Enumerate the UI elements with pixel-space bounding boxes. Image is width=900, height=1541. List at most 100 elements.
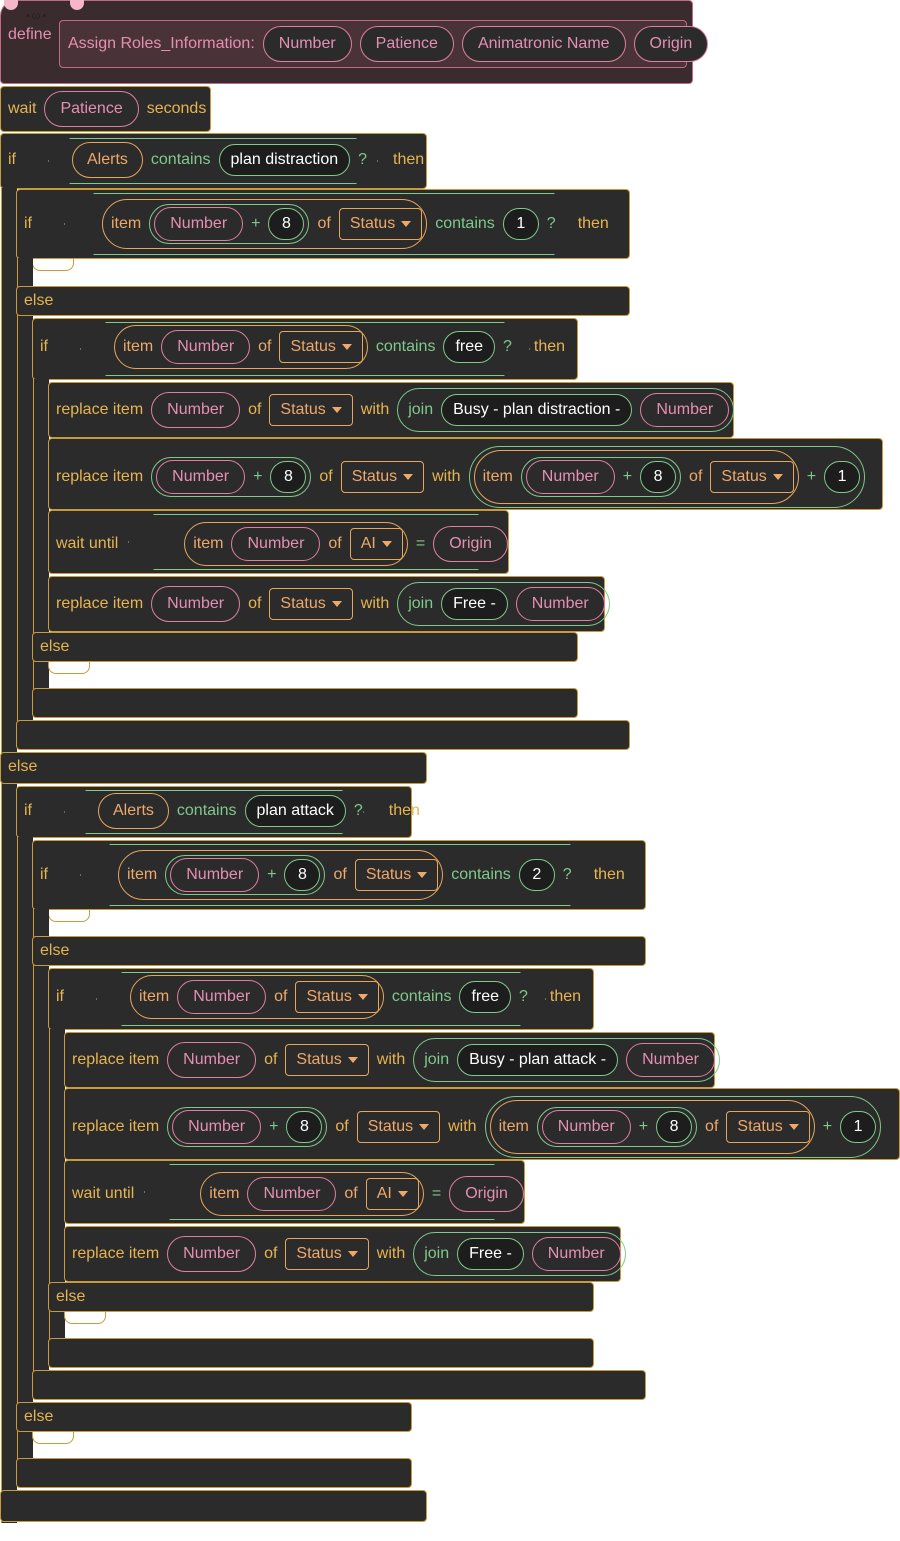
number-plus-8[interactable]: Number + 8 <box>165 855 326 895</box>
number-reporter[interactable]: Number <box>626 1043 715 1077</box>
number-reporter[interactable]: Number <box>231 527 321 561</box>
else-keyword: else <box>8 758 38 775</box>
eight-input[interactable]: 8 <box>270 461 307 493</box>
status-contains-free-condition[interactable] <box>96 972 546 1026</box>
number-reporter[interactable]: Number <box>177 980 267 1014</box>
param-origin[interactable]: Origin <box>633 26 709 62</box>
number-reporter[interactable]: Number <box>154 207 244 241</box>
item-of-status-reporter[interactable]: item Number + 8 of Status <box>473 450 799 504</box>
plan-distraction-input[interactable]: plan distraction <box>218 144 351 176</box>
status-dropdown[interactable]: Status <box>726 1111 810 1143</box>
item-plus-1[interactable]: item Number + 8 of Status + 1 <box>468 446 866 508</box>
number-plus-8[interactable]: Number + 8 <box>167 1107 328 1147</box>
item-of-ai-reporter[interactable]: item Number of AI <box>200 1172 424 1216</box>
status-dropdown[interactable]: Status <box>340 461 425 493</box>
number-reporter[interactable]: Number <box>172 1110 262 1144</box>
replace-row-3: replace item Number of Status with join … <box>56 582 610 626</box>
status-dropdown[interactable]: Status <box>269 394 353 426</box>
number-reporter[interactable]: Number <box>167 1236 257 1272</box>
ai-dropdown[interactable]: AI <box>349 528 403 560</box>
param-number[interactable]: Number <box>262 26 352 62</box>
param-patience[interactable]: Patience <box>359 26 454 62</box>
number-plus-8[interactable]: Number + 8 <box>149 204 310 244</box>
two-input[interactable]: 2 <box>518 859 555 891</box>
item-of-status-reporter[interactable]: item Number + 8 of Status <box>489 1100 815 1154</box>
one-input[interactable]: 1 <box>502 208 539 240</box>
number-reporter[interactable]: Number <box>167 1042 257 1078</box>
status-dropdown[interactable]: Status <box>356 1111 441 1143</box>
busy-distraction-input[interactable]: Busy - plan distraction - <box>441 394 633 426</box>
param-animatronic-name[interactable]: Animatronic Name <box>461 26 626 62</box>
origin-reporter[interactable]: Origin <box>433 526 508 562</box>
number-reporter[interactable]: Number <box>640 393 730 427</box>
item-keyword: item <box>139 988 170 1005</box>
item-plus-1[interactable]: item Number + 8 of Status + 1 <box>484 1096 882 1158</box>
join-reporter[interactable]: join Free - Number <box>413 1232 626 1276</box>
status-contains-2-condition[interactable] <box>80 844 600 906</box>
wait-patience-reporter[interactable]: Patience <box>44 91 139 127</box>
status-dropdown[interactable]: Status <box>354 859 439 891</box>
number-plus-8[interactable]: Number + 8 <box>151 457 312 497</box>
status-contains-1-condition[interactable] <box>64 193 584 255</box>
number-reporter[interactable]: Number <box>161 330 251 364</box>
busy-attack-input[interactable]: Busy - plan attack - <box>457 1044 619 1076</box>
eight-input[interactable]: 8 <box>656 1111 693 1143</box>
number-reporter[interactable]: Number <box>515 587 605 621</box>
status-dropdown[interactable]: Status <box>295 981 379 1013</box>
eight-input[interactable]: 8 <box>286 1111 323 1143</box>
one-input[interactable]: 1 <box>824 461 861 493</box>
one-input[interactable]: 1 <box>840 1111 877 1143</box>
number-reporter[interactable]: Number <box>151 586 241 622</box>
item-of-status-reporter[interactable]: item Number + 8 of Status <box>118 850 444 900</box>
eight-input[interactable]: 8 <box>268 208 305 240</box>
join-keyword: join <box>424 1245 450 1262</box>
free-dash-input[interactable]: Free - <box>457 1238 524 1270</box>
status-label: Status <box>296 1051 342 1068</box>
status-dropdown[interactable]: Status <box>710 461 794 493</box>
status-dropdown[interactable]: Status <box>285 1044 369 1076</box>
item-of-ai-reporter[interactable]: item Number of AI <box>184 522 408 566</box>
alerts-contains-attack-condition[interactable] <box>64 790 364 834</box>
status-dropdown[interactable]: Status <box>285 1238 369 1270</box>
join-reporter[interactable]: join Busy - plan distraction - Number <box>397 388 735 432</box>
if-alerts-attack-block[interactable] <box>16 786 412 838</box>
wait-until-keyword: wait until <box>72 1185 135 1202</box>
else-row-6: else <box>56 1288 85 1306</box>
ai-label: AI <box>376 1185 392 1202</box>
number-reporter[interactable]: Number <box>541 1110 631 1144</box>
number-reporter[interactable]: Number <box>525 460 615 494</box>
if-alerts-distraction-block[interactable] <box>0 133 427 189</box>
number-plus-8[interactable]: Number + 8 <box>536 1107 698 1147</box>
wait-until-row-2: wait until item Number of AI = Origin <box>72 1172 524 1216</box>
number-reporter[interactable]: Number <box>151 392 241 428</box>
eight-input[interactable]: 8 <box>284 859 321 891</box>
alerts-list-reporter[interactable]: Alerts <box>72 142 143 178</box>
status-dropdown[interactable]: Status <box>338 208 423 240</box>
status-contains-free-condition[interactable] <box>80 322 530 376</box>
number-reporter[interactable]: Number <box>247 1177 337 1211</box>
else-row-2: else <box>24 292 53 310</box>
alerts-contains-condition[interactable] <box>48 138 378 184</box>
free-input[interactable]: free <box>443 331 496 363</box>
origin-reporter[interactable]: Origin <box>449 1176 524 1212</box>
replace-item-block[interactable] <box>48 576 605 632</box>
item-of-status-reporter[interactable]: item Number of Status <box>114 325 368 369</box>
free-input[interactable]: free <box>459 981 512 1013</box>
join-reporter[interactable]: join Busy - plan attack - Number <box>413 1038 720 1082</box>
alerts-list-reporter[interactable]: Alerts <box>98 793 169 829</box>
replace-item-block[interactable] <box>64 1226 621 1282</box>
status-dropdown[interactable]: Status <box>269 588 353 620</box>
number-reporter[interactable]: Number <box>531 1237 621 1271</box>
free-dash-input[interactable]: Free - <box>441 588 508 620</box>
number-plus-8[interactable]: Number + 8 <box>520 457 682 497</box>
ai-dropdown[interactable]: AI <box>365 1178 419 1210</box>
item-of-status-reporter[interactable]: item Number of Status <box>130 975 384 1019</box>
equals-sign: = <box>431 1185 442 1202</box>
item-of-status-reporter[interactable]: item Number + 8 of Status <box>102 199 428 249</box>
status-dropdown[interactable]: Status <box>279 331 363 363</box>
number-reporter[interactable]: Number <box>170 858 260 892</box>
number-reporter[interactable]: Number <box>156 460 246 494</box>
join-reporter[interactable]: join Free - Number <box>397 582 610 626</box>
eight-input[interactable]: 8 <box>640 461 677 493</box>
plan-attack-input[interactable]: plan attack <box>244 795 346 827</box>
